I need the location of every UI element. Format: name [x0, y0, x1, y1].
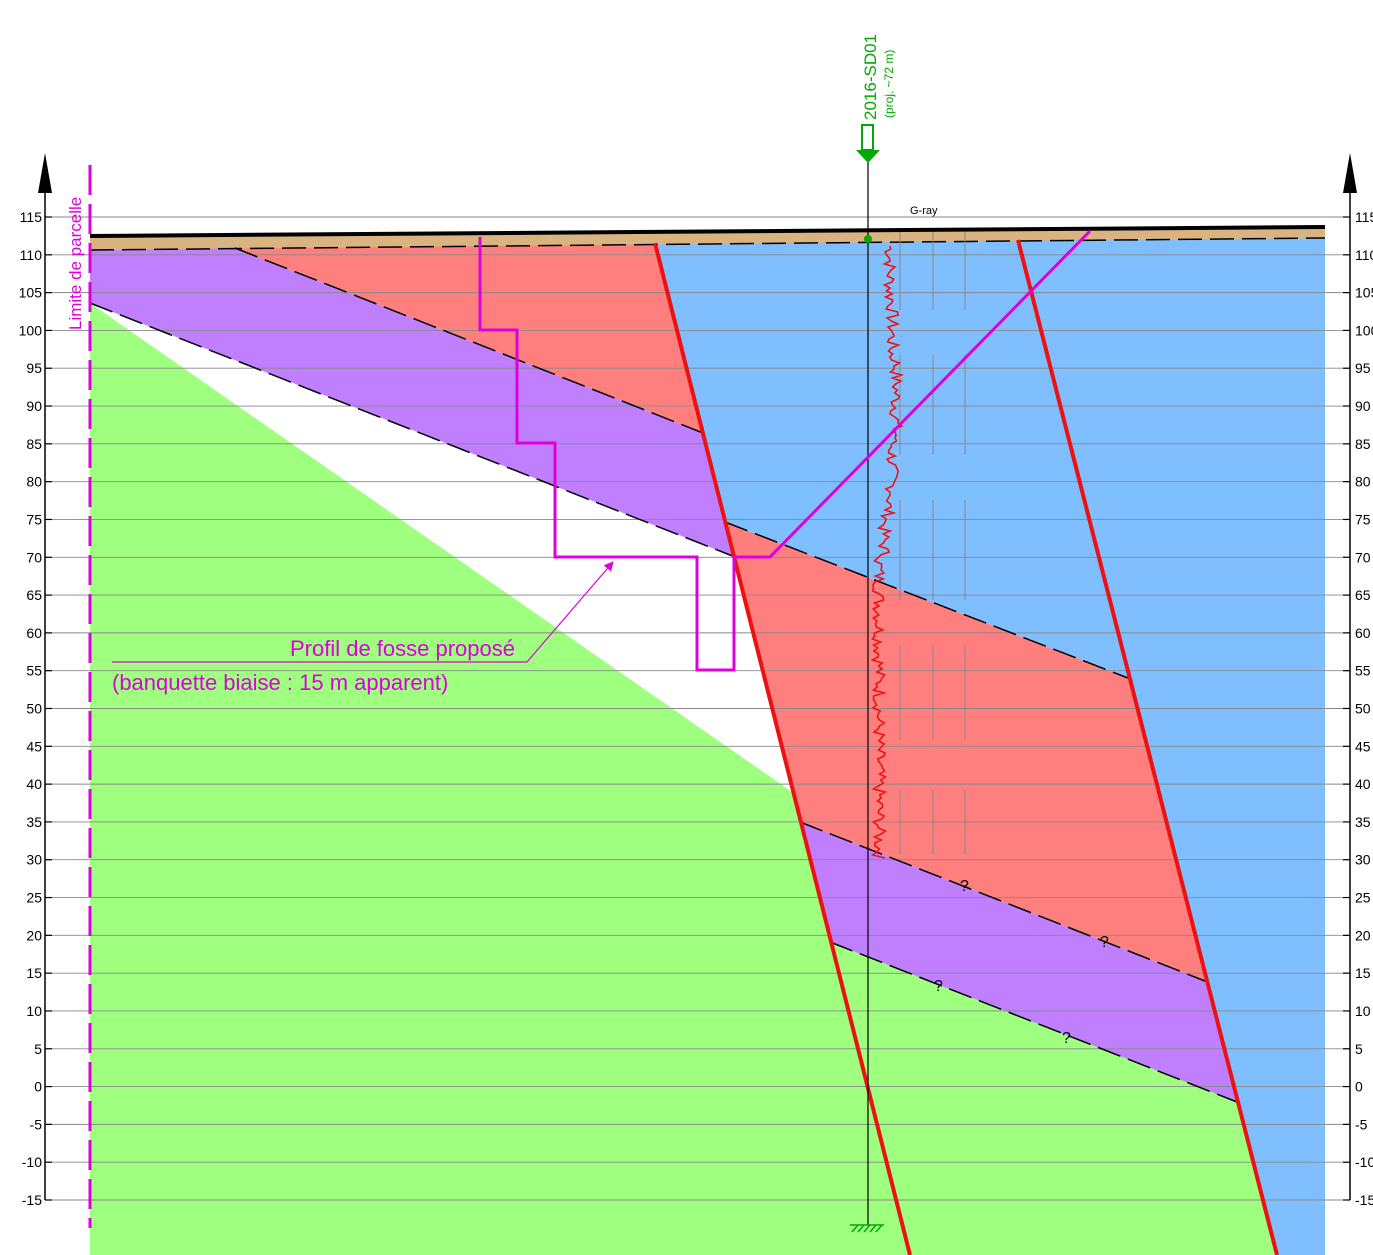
right-tick-label: 90 [1355, 398, 1371, 414]
unit-purple-lower [800, 822, 1237, 1102]
unit-overburden [90, 227, 1325, 250]
right-tick-label: -10 [1355, 1154, 1373, 1170]
right-tick-label: 10 [1355, 1003, 1371, 1019]
left-tick-label: 90 [26, 398, 42, 414]
question-mark: ? [960, 878, 969, 895]
left-tick-label: 110 [20, 247, 43, 263]
borehole-name: 2016-SD01 [861, 34, 880, 120]
gamma-ray-log [870, 245, 905, 859]
right-tick-label: 40 [1355, 776, 1371, 792]
contact-purple-salmon-upper [234, 247, 704, 434]
contact-blue-salmon [724, 521, 1129, 679]
geological-units [90, 227, 1325, 1255]
right-tick-label: 0 [1355, 1079, 1363, 1095]
pit-label-line2: (banquette biaise : 15 m apparent) [112, 670, 448, 695]
right-tick-label: -15 [1355, 1192, 1373, 1208]
borehole-collar [864, 235, 872, 243]
left-tick-label: 95 [26, 360, 42, 376]
right-tick-label: 45 [1355, 738, 1371, 754]
left-tick-label: 60 [26, 625, 42, 641]
contact-purple-green-upper [89, 302, 736, 558]
right-tick-label: 15 [1355, 965, 1371, 981]
unit-salmon-upper [235, 243, 703, 433]
unit-green [90, 303, 1277, 1255]
log-label: G-ray [910, 205, 938, 217]
left-tick-label: 0 [34, 1079, 42, 1095]
right-tick-label: 75 [1355, 511, 1371, 527]
property-limit-label: Limite de parcelle [66, 197, 85, 330]
left-tick-label: 115 [20, 209, 43, 225]
pit-callout: Profil de fosse proposé (banquette biais… [112, 561, 614, 695]
left-tick-label: 5 [34, 1041, 42, 1057]
borehole-note: (proj. ~72 m) [882, 50, 896, 118]
uncertain-contact-marks: ? ? ? ? [934, 878, 1109, 1047]
right-tick-label: 30 [1355, 852, 1371, 868]
left-tick-label: -5 [30, 1116, 43, 1132]
left-tick-label: 45 [26, 738, 42, 754]
unit-purple-upper [90, 248, 735, 557]
right-tick-label: 55 [1355, 663, 1371, 679]
unit-blue-right [655, 238, 1325, 1255]
proposed-pit-profile [478, 229, 1092, 672]
left-elevation-axis: 1151101051009590858075706560555045403530… [19, 153, 52, 1208]
callout-leader [526, 561, 614, 663]
right-tick-label: 85 [1355, 436, 1371, 452]
right-tick-label: 105 [1355, 285, 1373, 301]
pit-label-line1: Profil de fosse proposé [290, 636, 515, 661]
borehole-arrow-icon [856, 124, 880, 163]
right-elevation-axis: 1151101051009590858075706560555045403530… [1343, 153, 1373, 1208]
pit-profile-outline [478, 229, 1092, 672]
right-tick-label: 100 [1355, 322, 1373, 338]
unit-salmon-lower [725, 522, 1205, 981]
property-limit: Limite de parcelle [66, 165, 92, 1228]
right-tick-label: 25 [1355, 890, 1371, 906]
left-tick-label: 70 [26, 549, 42, 565]
fault-east [1016, 239, 1279, 1255]
question-mark: ? [1100, 934, 1109, 951]
left-tick-label: 80 [26, 474, 42, 490]
question-mark: ? [1062, 1030, 1071, 1047]
right-tick-label: 60 [1355, 625, 1371, 641]
right-tick-label: -5 [1355, 1116, 1368, 1132]
left-tick-label: 20 [26, 927, 42, 943]
left-tick-label: 25 [26, 890, 42, 906]
right-tick-label: 95 [1355, 360, 1371, 376]
left-tick-label: 10 [26, 1003, 42, 1019]
left-tick-label: -15 [22, 1192, 42, 1208]
right-tick-label: 70 [1355, 549, 1371, 565]
contact-overburden-base [89, 237, 1326, 251]
right-tick-label: 80 [1355, 474, 1371, 490]
left-tick-label: -10 [22, 1154, 42, 1170]
left-tick-label: 35 [26, 814, 42, 830]
borehole: 2016-SD01 (proj. ~72 m) G-ray [850, 34, 966, 1233]
left-tick-label: 30 [26, 852, 42, 868]
left-tick-label: 40 [26, 776, 42, 792]
left-tick-label: 105 [19, 285, 43, 301]
left-tick-label: 85 [26, 436, 42, 452]
contact-purple-green-lower [829, 941, 1238, 1103]
right-tick-label: 35 [1355, 814, 1371, 830]
left-tick-label: 50 [26, 701, 42, 717]
right-tick-label: 110 [1355, 247, 1373, 263]
right-tick-label: 5 [1355, 1041, 1363, 1057]
right-tick-label: 50 [1355, 701, 1371, 717]
right-tick-label: 20 [1355, 927, 1371, 943]
right-tick-label: 115 [1355, 209, 1373, 225]
left-tick-label: 15 [26, 965, 42, 981]
left-tick-label: 75 [26, 511, 42, 527]
left-tick-label: 100 [19, 322, 43, 338]
topographic-surface [89, 225, 1326, 238]
left-tick-label: 55 [26, 663, 42, 679]
question-mark: ? [934, 978, 943, 995]
left-tick-label: 65 [26, 587, 42, 603]
log-track-lines [899, 232, 966, 855]
right-tick-label: 65 [1355, 587, 1371, 603]
up-arrow-icon [1343, 153, 1357, 193]
borehole-hatch [850, 1224, 884, 1233]
elevation-gridlines [45, 216, 1350, 1201]
up-arrow-icon [38, 153, 52, 193]
